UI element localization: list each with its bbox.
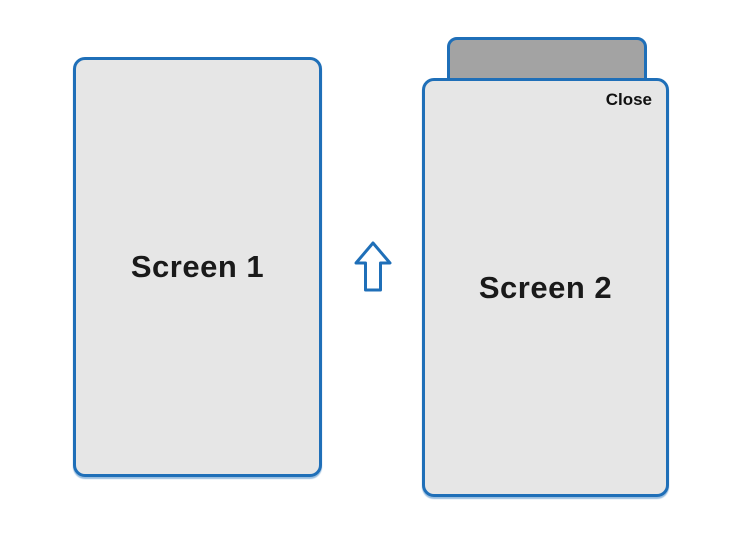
screen1-label: Screen 1: [130, 249, 265, 284]
screen1-frame: Screen 1: [73, 57, 322, 477]
up-arrow-icon: [353, 241, 393, 293]
screen2-label: Screen 2: [478, 269, 613, 305]
screen2-frame: Close Screen 2: [422, 78, 669, 497]
close-button[interactable]: Close: [605, 90, 652, 109]
